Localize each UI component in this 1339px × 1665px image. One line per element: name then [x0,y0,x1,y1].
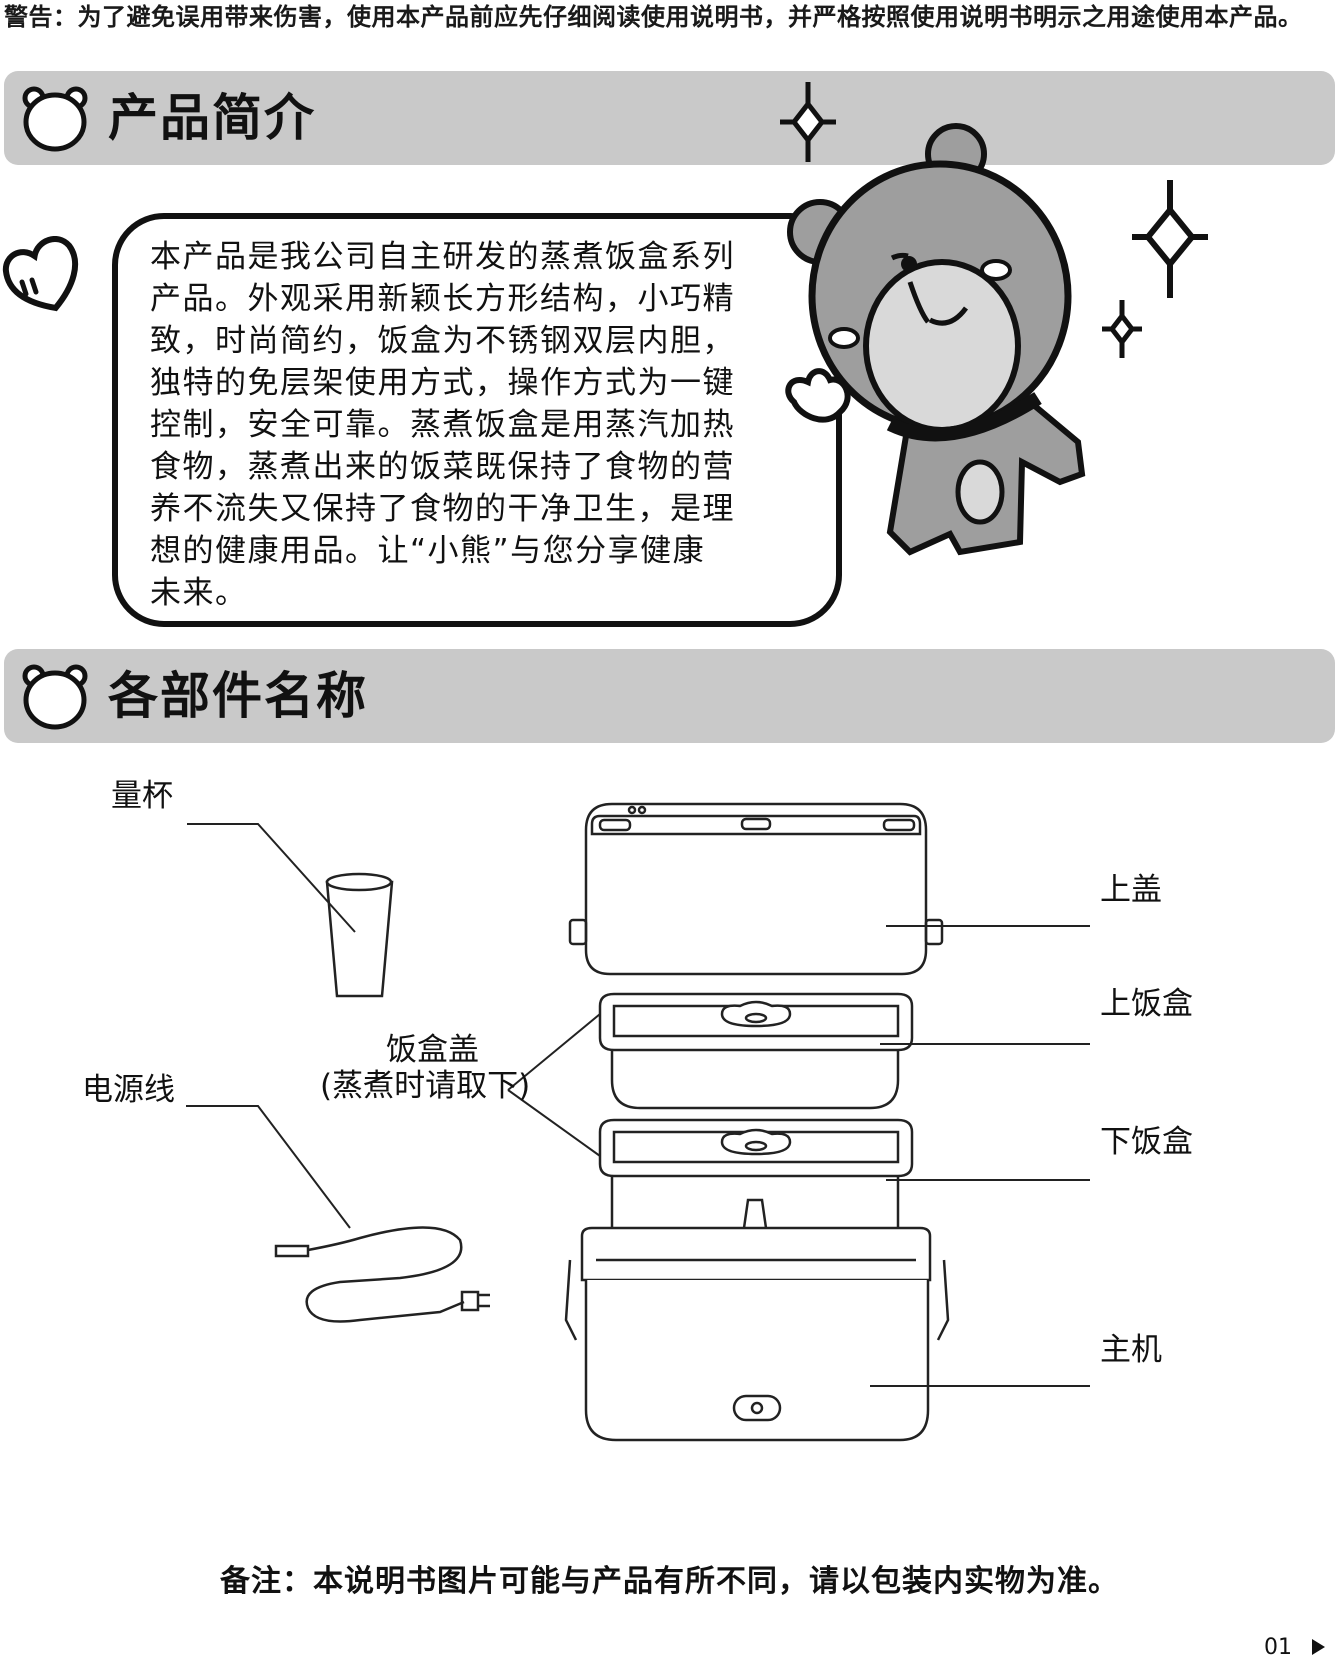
label-top-cover: 上盖 [1100,872,1162,908]
sparkle-icon [780,82,836,162]
bear-head-icon [22,86,88,152]
leader-lines [186,823,1090,1387]
bear-head-icon [22,664,88,730]
section-title-intro: 产品简介 [108,89,316,147]
intro-line: 想的健康用品。让“小熊”与您分享健康 [150,533,706,569]
label-upper-box: 上饭盒 [1100,986,1193,1022]
power-cord-drawing [274,1226,490,1323]
intro-paragraph: 本产品是我公司自主研发的蒸煮饭盒系列 产品。外观采用新颖长方形结构，小巧精 致，… [150,236,780,614]
measuring-cup-drawing [325,872,394,998]
page-number: 01 [1264,1635,1292,1660]
parts-diagram: 量杯 电源线 饭盒盖 (蒸煮时请取下) 上盖 上饭盒 下饭盒 主机 [0,760,1339,1520]
top-cover-drawing [568,802,944,976]
main-unit-drawing [564,1226,950,1442]
parts-diagram-drawing [186,802,1090,1442]
intro-line: 养不流失又保持了食物的干净卫生，是理 [150,491,735,527]
section-header-intro: 产品简介 [4,71,1335,165]
intro-line: 未来。 [150,575,248,611]
intro-line: 控制，安全可靠。蒸煮饭盒是用蒸汽加热 [150,407,735,443]
label-lower-box: 下饭盒 [1100,1124,1193,1160]
intro-line: 独特的免层架使用方式，操作方式为一键 [150,365,735,401]
upper-box-drawing [598,992,914,1110]
intro-line: 产品。外观采用新颖长方形结构，小巧精 [150,281,735,317]
label-measuring-cup: 量杯 [111,778,173,814]
label-box-lid-note: (蒸煮时请取下) [320,1068,531,1104]
warning-text: 警告：为了避免误用带来伤害，使用本产品前应先仔细阅读使用说明书，并严格按照使用说… [4,3,1303,31]
label-power-cord: 电源线 [82,1072,175,1108]
label-main-unit: 主机 [1100,1332,1162,1368]
arrow-right-icon [1312,1639,1325,1655]
intro-line: 本产品是我公司自主研发的蒸煮饭盒系列 [150,239,735,275]
section-title-parts: 各部件名称 [108,667,368,725]
sparkle-icon [1132,180,1208,298]
intro-bubble [112,213,842,627]
bear-mascot-illustration [780,82,1208,556]
footer-note: 备注：本说明书图片可能与产品有所不同，请以包装内实物为准。 [220,1564,1119,1599]
intro-line: 食物，蒸煮出来的饭菜既保持了食物的营 [150,449,735,485]
label-box-lid: 饭盒盖 [386,1032,479,1068]
sparkle-icon [1102,300,1142,358]
heart-icon [2,236,79,312]
section-header-parts: 各部件名称 [4,649,1335,743]
intro-line: 致，时尚简约，饭盒为不锈钢双层内胆， [150,323,735,359]
